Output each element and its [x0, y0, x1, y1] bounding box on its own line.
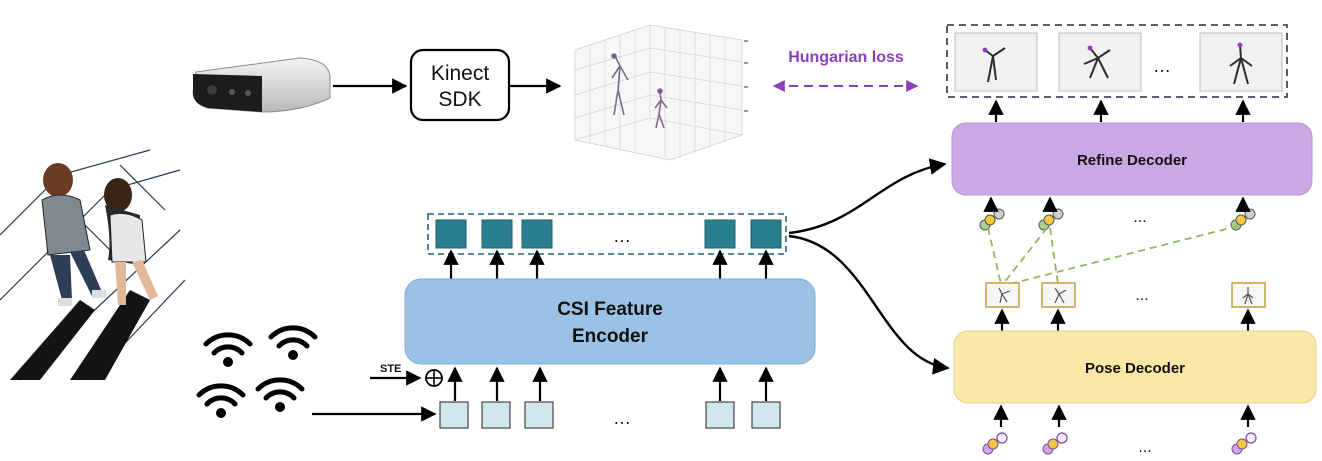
kinect-sdk-box: Kinect SDK [409, 48, 511, 122]
pose-dots-ellipsis: ... [1138, 439, 1151, 456]
encoder-label-line1: CSI Feature [557, 299, 663, 320]
hungarian-loss-label: Hungarian loss [788, 49, 904, 66]
refine-query-dots: ... [979, 208, 1256, 231]
refine-decoder-block: Refine Decoder [951, 122, 1313, 196]
skeleton-thumbnail [1199, 32, 1283, 92]
pose-decoder-block: Pose Decoder [953, 330, 1317, 404]
wifi-icon [203, 332, 253, 367]
csi-input-patches: … [439, 401, 781, 429]
wifi-icon [255, 377, 305, 412]
skeleton-thumbnail [1041, 282, 1076, 308]
input-ellipsis: … [613, 408, 631, 428]
depth-camera-icon [192, 57, 331, 113]
refine-decoder-label: Refine Decoder [1077, 152, 1187, 169]
skeleton-thumbnail [954, 32, 1038, 92]
oplus-icon [425, 369, 443, 387]
walking-people-illustration [0, 140, 190, 385]
matching-lines [987, 225, 1239, 285]
refine-dots-ellipsis: ... [1133, 209, 1146, 226]
skeleton-thumbnail [1231, 282, 1266, 308]
kinect-sdk-line2: SDK [438, 88, 481, 111]
token-ellipsis: … [613, 226, 631, 246]
skeleton-thumbnail [985, 282, 1020, 308]
thumbnail-ellipsis: … [1153, 56, 1171, 76]
pose-decoder-label: Pose Decoder [1085, 360, 1185, 377]
thumbnails-ellipsis: ... [1135, 287, 1148, 304]
wifi-icons [196, 325, 318, 418]
skeleton-3d-plot [574, 24, 748, 161]
pose-thumbnails-row: ... [985, 282, 1266, 308]
csi-feature-encoder-block: CSI Feature Encoder [404, 278, 816, 365]
pose-query-dots: ... [982, 432, 1257, 456]
output-skeleton-panel: … [946, 24, 1288, 98]
wifi-icon [268, 325, 318, 360]
skeleton-thumbnail [1058, 32, 1142, 92]
ste-label: STE [380, 363, 401, 375]
kinect-sdk-line1: Kinect [431, 62, 490, 85]
feature-tokens: … [427, 213, 787, 255]
encoder-label-line2: Encoder [572, 326, 649, 347]
wifi-icon [196, 383, 246, 418]
